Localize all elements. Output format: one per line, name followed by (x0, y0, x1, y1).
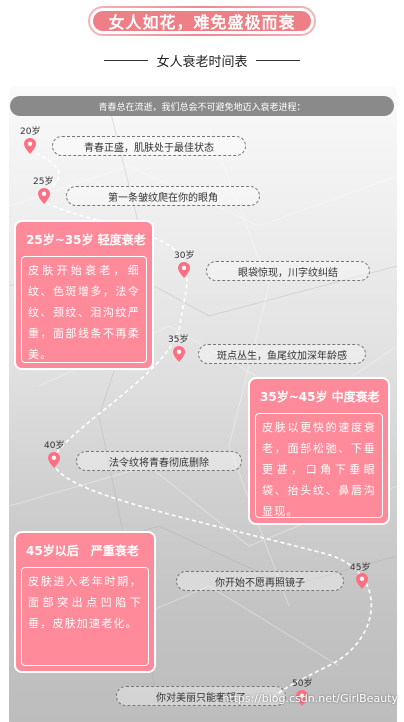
timeline-item-40: 法令纹将青春彻底删除 (76, 451, 242, 471)
age-label-25: 25岁 (33, 177, 54, 187)
timeline-item-50: 你对美丽只能奢望了 (116, 686, 286, 706)
age-label-45: 45岁 (350, 563, 371, 573)
stage-card-moderate-body: 皮肤以更快的速度衰老，面部松弛、下垂更甚，口角下垂眼袋、抬头纹、鼻唇沟显现。 (255, 413, 383, 518)
subtitle-row: 女人衰老时间表 (0, 50, 404, 70)
timeline-item-45: 你开始不愿再照镜子 (176, 571, 344, 591)
age-label-20: 20岁 (20, 127, 41, 137)
stage-card-severe: 45岁以后 严重衰老 皮肤进入老年时期，面部突出点凹陷下垂，皮肤加速老化。 (16, 533, 154, 671)
age-label-40: 40岁 (44, 441, 65, 451)
timeline-item-35: 斑点丛生，鱼尾纹加深年龄感 (198, 344, 366, 364)
stage-card-severe-body: 皮肤进入老年时期，面部突出点凹陷下垂，皮肤加速老化。 (21, 567, 149, 666)
stage-card-moderate-title: 35岁~45岁 中度衰老 (260, 389, 380, 404)
age-label-50: 50岁 (292, 679, 313, 689)
location-pin-icon (38, 188, 50, 204)
watermark: https://blog.csdn.net/GirlBeauty (222, 692, 398, 705)
intro-banner: 青春总在流逝，我们总会不可避免地迈入衰老进程： (10, 96, 394, 116)
location-pin-icon (173, 346, 185, 362)
subtitle: 女人衰老时间表 (156, 54, 248, 70)
timeline-item-20: 青春正盛，肌肤处于最佳状态 (52, 136, 246, 156)
stage-card-moderate: 35岁~45岁 中度衰老 皮肤以更快的速度衰老，面部松弛、下垂更甚，口角下垂眼袋… (250, 379, 388, 523)
timeline-item-25: 第一条皱纹爬在你的眼角 (66, 186, 260, 206)
timeline-item-30: 眼袋惊现，川字纹纠结 (206, 261, 370, 281)
location-pin-icon (48, 452, 60, 468)
location-pin-icon (356, 573, 368, 589)
stage-card-severe-title: 45岁以后 严重衰老 (26, 543, 139, 558)
location-pin-icon (24, 138, 36, 154)
subtitle-line-right (255, 59, 300, 61)
location-pin-icon (178, 262, 190, 278)
age-label-30: 30岁 (174, 251, 195, 261)
title-pill: 女人如花，难免盛极而衰 (88, 6, 316, 36)
stage-card-mild-title: 25岁~35岁 轻度衰老 (26, 232, 146, 247)
stage-card-mild: 25岁~35岁 轻度衰老 皮肤开始衰老，细纹、色斑增多，法令纹、颈纹、泪沟纹严重… (16, 222, 152, 368)
subtitle-line-left (104, 59, 149, 61)
stage-card-mild-body: 皮肤开始衰老，细纹、色斑增多，法令纹、颈纹、泪沟纹严重，面部线条不再柔美。 (21, 256, 147, 363)
age-label-35: 35岁 (168, 335, 189, 345)
page-title: 女人如花，难免盛极而衰 (93, 11, 311, 32)
location-pin-icon (296, 690, 308, 706)
